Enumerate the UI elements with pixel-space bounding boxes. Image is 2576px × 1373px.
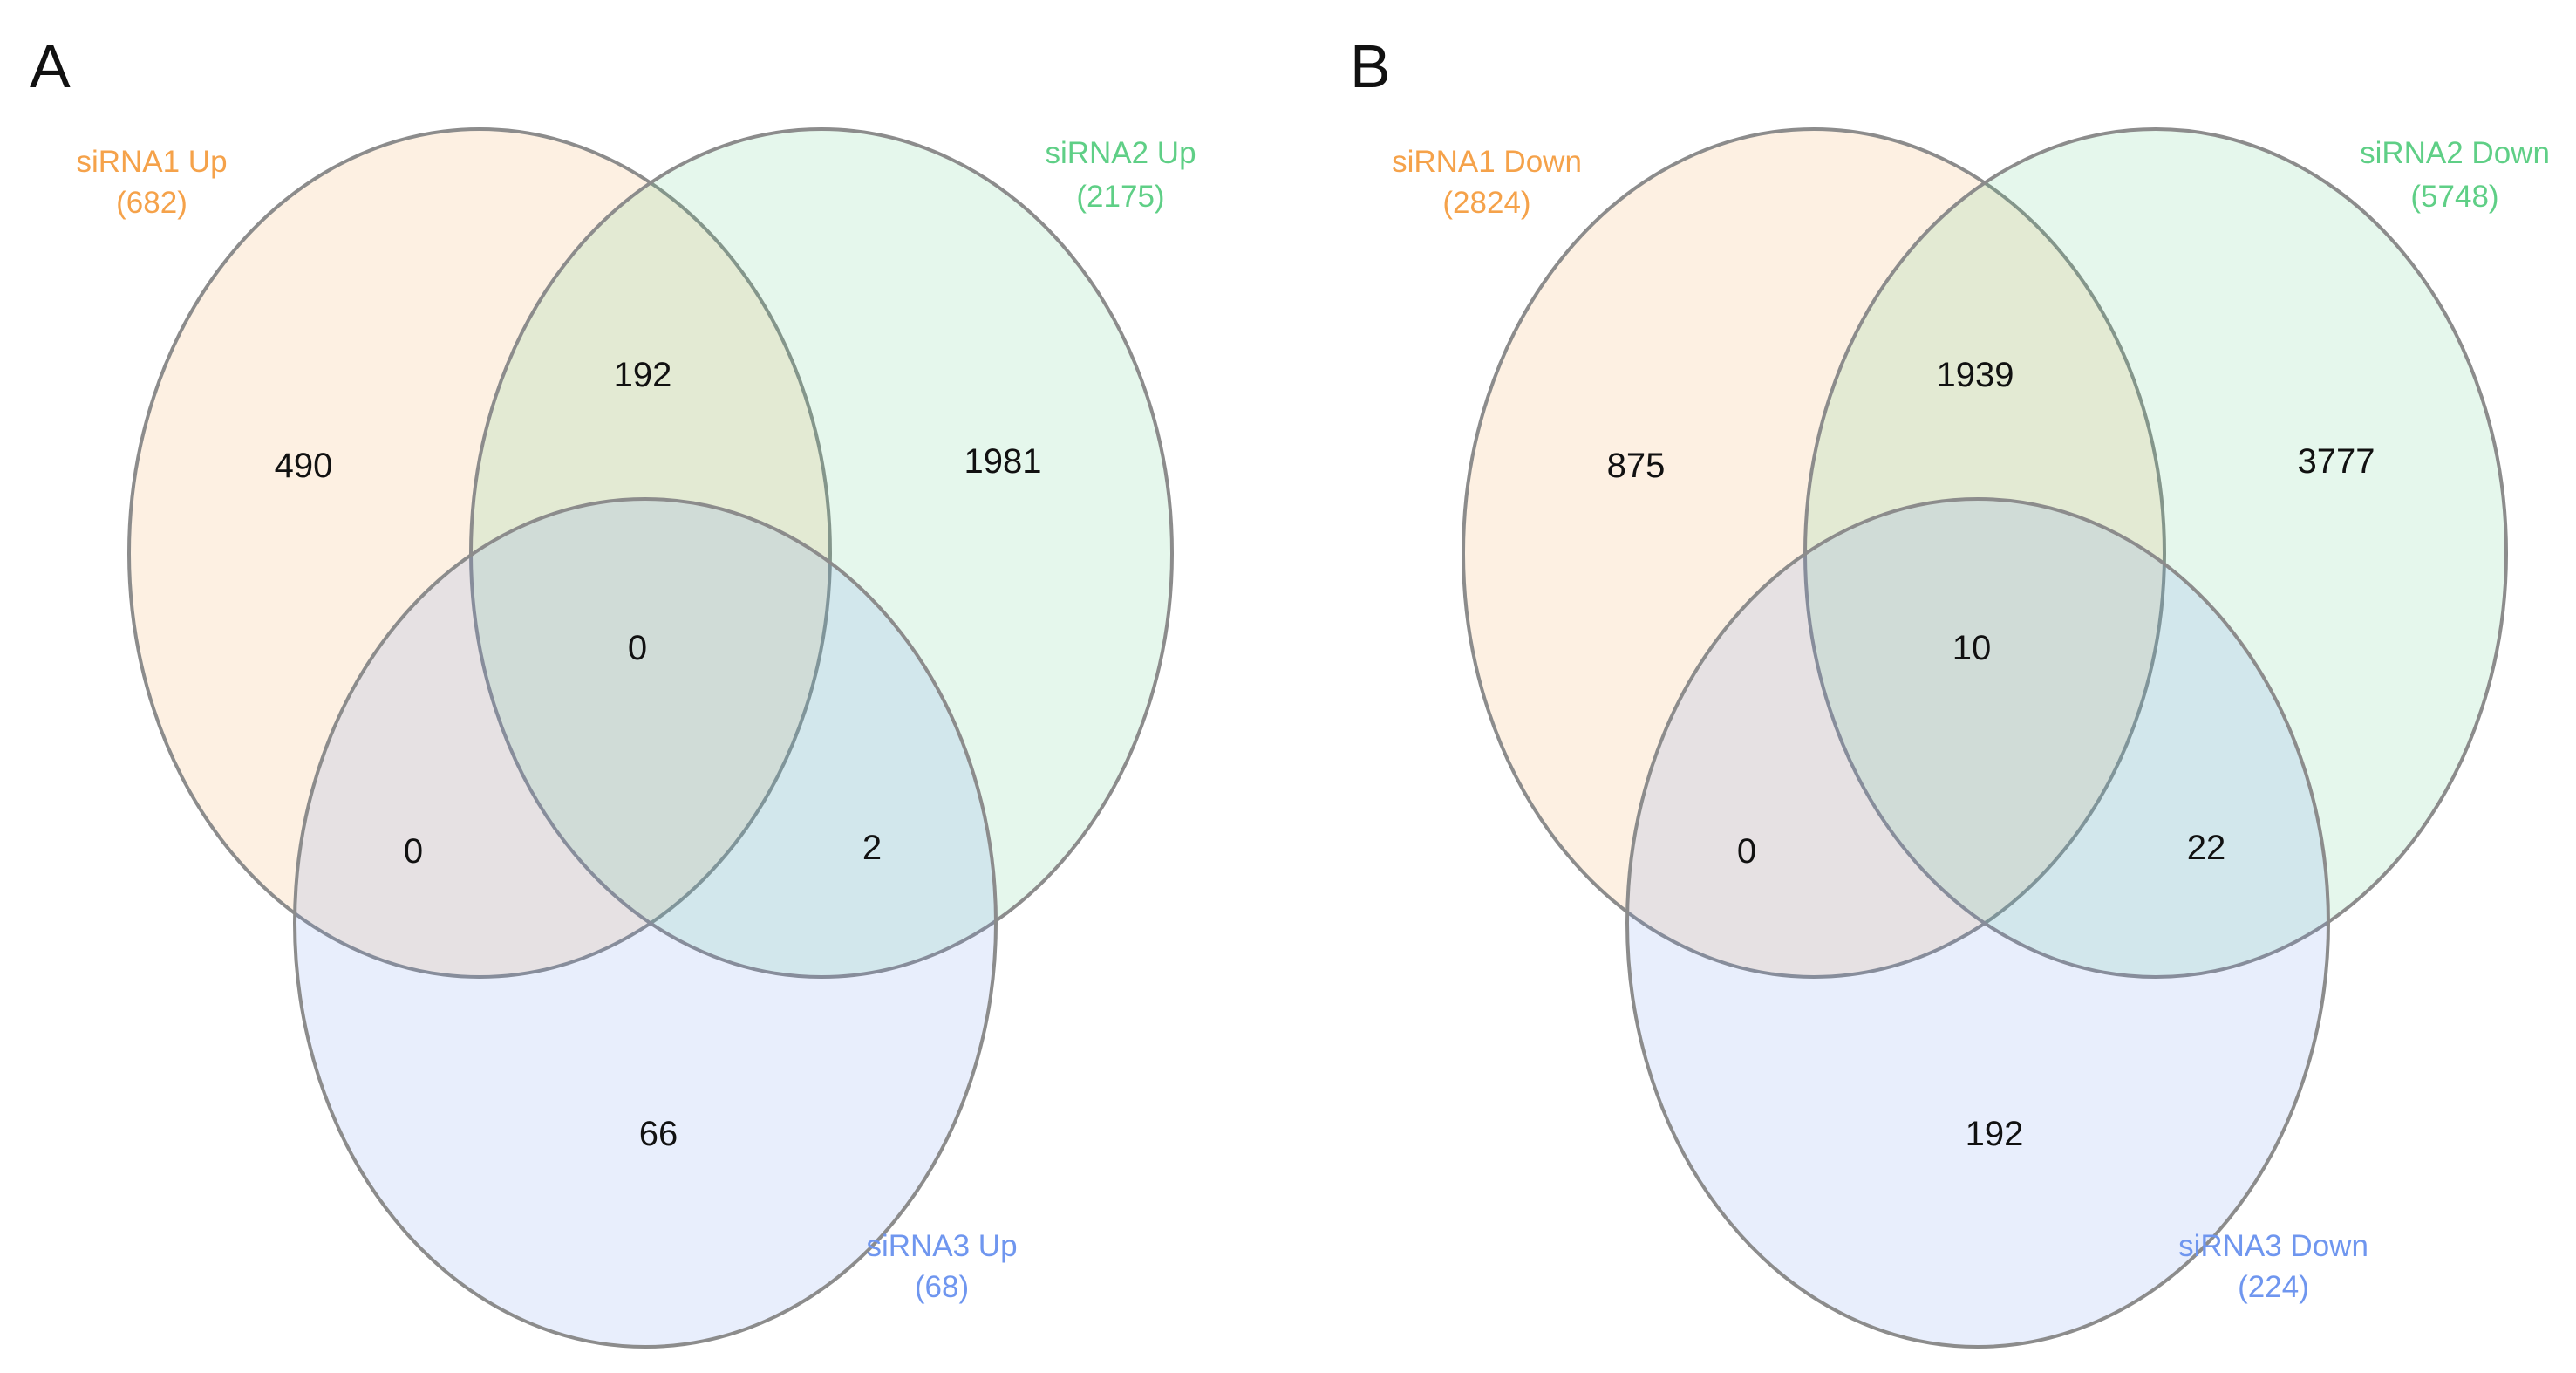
set3-circle [293, 497, 998, 1349]
panel-b: B siRNA1 Down (2824) siRNA2 Down (5748) … [1350, 32, 2550, 1349]
set1-circle [1462, 127, 2166, 979]
region-12-count: 192 [614, 356, 672, 394]
panel-letter-b: B [1350, 32, 1391, 100]
set3-count: (224) [2238, 1270, 2309, 1304]
region-123-count: 0 [628, 629, 647, 667]
set1-label: siRNA1 Up [76, 145, 227, 179]
set1-count: (682) [116, 186, 187, 220]
set1-label: siRNA1 Down [1392, 145, 1582, 179]
panel-a: A siRNA1 Up (682) siRNA2 Up (2175) siRNA… [30, 32, 1196, 1349]
region-only3-count: 192 [1966, 1115, 2024, 1153]
set3-label: siRNA3 Down [2178, 1229, 2368, 1263]
set3-count: (68) [915, 1270, 969, 1304]
region-123-count: 10 [1952, 629, 1992, 667]
region-only1-count: 875 [1607, 447, 1666, 485]
region-only2-count: 1981 [964, 442, 1042, 481]
set1-circle [127, 127, 832, 979]
set3-label: siRNA3 Up [866, 1229, 1017, 1263]
set2-count: (2175) [1076, 180, 1164, 214]
panel-letter-a: A [30, 32, 71, 100]
region-only2-count: 3777 [2298, 442, 2375, 481]
region-13-count: 0 [404, 832, 423, 871]
set2-label: siRNA2 Up [1045, 136, 1196, 170]
region-only3-count: 66 [639, 1115, 678, 1153]
region-23-count: 2 [862, 829, 882, 867]
set2-label: siRNA2 Down [2360, 136, 2550, 170]
set3-circle [1625, 497, 2330, 1349]
set2-count: (5748) [2410, 180, 2498, 214]
region-23-count: 22 [2187, 829, 2226, 867]
region-only1-count: 490 [275, 447, 333, 485]
region-13-count: 0 [1737, 832, 1756, 871]
set1-count: (2824) [1442, 186, 1530, 220]
region-12-count: 1939 [1937, 356, 2014, 394]
